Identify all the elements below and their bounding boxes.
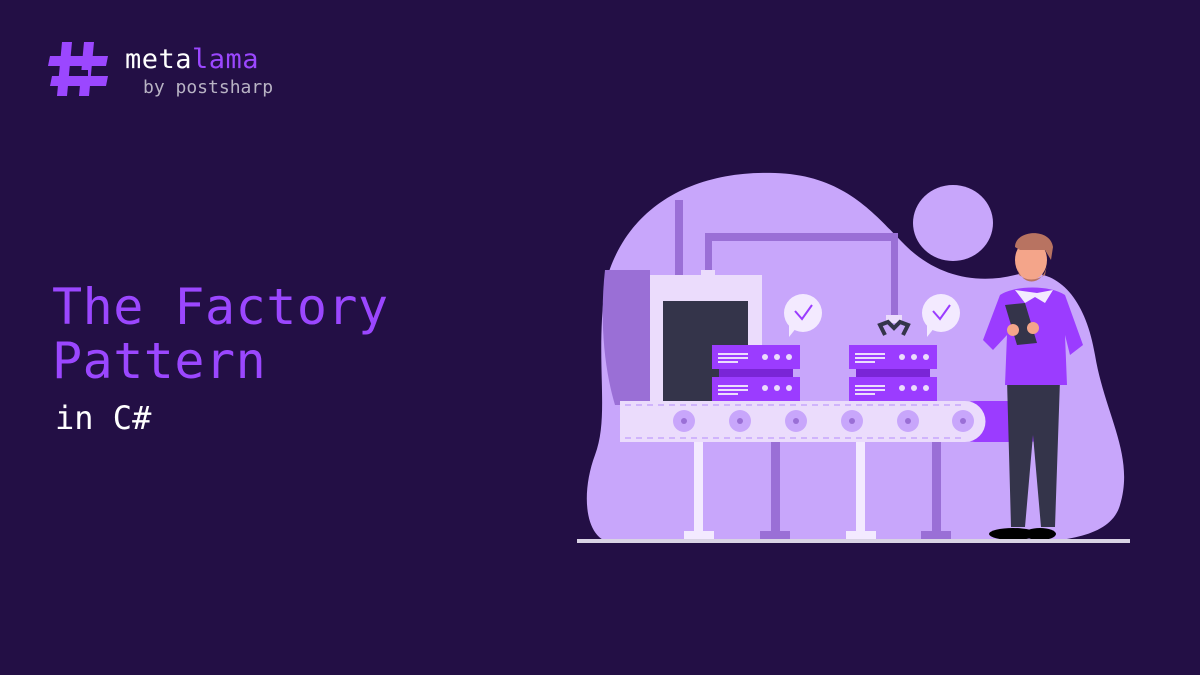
hash-logo-icon: [48, 42, 108, 96]
claw-icon: [877, 319, 911, 336]
engineer-figure: [983, 233, 1083, 540]
page-subtitle: in C#: [55, 399, 152, 437]
title-line-2: Pattern: [52, 332, 267, 390]
brand-tagline: by postsharp: [143, 77, 274, 98]
server-stack-2: [849, 345, 937, 401]
brand-name-part1: meta: [125, 44, 193, 75]
check-bubble-1: [784, 294, 822, 337]
brand-logo[interactable]: metalama by postsharp: [48, 40, 278, 102]
page-title: The Factory Pattern: [52, 280, 389, 388]
brand-name: metalama: [125, 43, 259, 77]
check-bubble-2: [922, 294, 960, 337]
title-line-1: The Factory: [52, 278, 389, 336]
server-stack-1: [712, 345, 800, 401]
factory-illustration: [577, 172, 1130, 543]
brand-name-part2: lama: [192, 44, 260, 75]
floor-line: [577, 539, 1130, 543]
round-blob: [913, 185, 993, 261]
